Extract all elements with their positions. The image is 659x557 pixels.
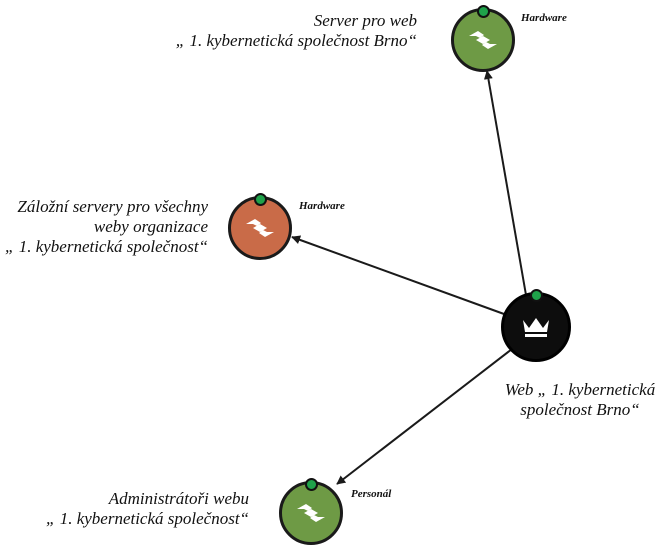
handshake-icon xyxy=(466,27,500,53)
status-dot xyxy=(530,289,543,302)
server-web-tag: Hardware xyxy=(521,12,567,24)
caption-line: společnost Brno“ xyxy=(520,400,640,419)
handshake-icon xyxy=(243,215,277,241)
handshake-icon xyxy=(294,500,328,526)
admins-caption: Administrátoři webu „ 1. kybernetická sp… xyxy=(46,489,249,529)
backup-servers-tag: Hardware xyxy=(299,200,345,212)
server-web-node[interactable] xyxy=(451,5,515,72)
crown-icon xyxy=(521,314,551,340)
caption-line: Web „ 1. kybernetická xyxy=(504,380,656,399)
caption-line: Administrátoři webu xyxy=(108,489,249,508)
caption-line: Záložní servery pro všechny xyxy=(17,197,208,216)
web-caption: Web „ 1. kybernetická společnost Brno“ xyxy=(500,380,659,420)
server-web-caption: Server pro web „ 1. kybernetická společn… xyxy=(176,11,417,51)
admins-tag: Personál xyxy=(351,488,392,500)
caption-line: Server pro web xyxy=(313,11,417,30)
admins-node[interactable] xyxy=(279,478,343,545)
edge-web-to-backup xyxy=(291,235,505,315)
backup-servers-node[interactable] xyxy=(228,193,292,260)
caption-line: „ 1. kybernetická společnost“ xyxy=(4,237,208,256)
web-node[interactable] xyxy=(501,289,571,362)
status-dot xyxy=(254,193,267,206)
edge-web-to-server xyxy=(483,70,527,296)
caption-line: „ 1. kybernetická společnost“ xyxy=(45,509,249,528)
backup-servers-caption: Záložní servery pro všechny weby organiz… xyxy=(5,197,208,257)
status-dot xyxy=(305,478,318,491)
edge-web-to-admins xyxy=(336,348,513,485)
status-dot xyxy=(477,5,490,18)
caption-line: weby organizace xyxy=(93,217,208,236)
caption-line: „ 1. kybernetická společnost Brno“ xyxy=(175,31,417,50)
